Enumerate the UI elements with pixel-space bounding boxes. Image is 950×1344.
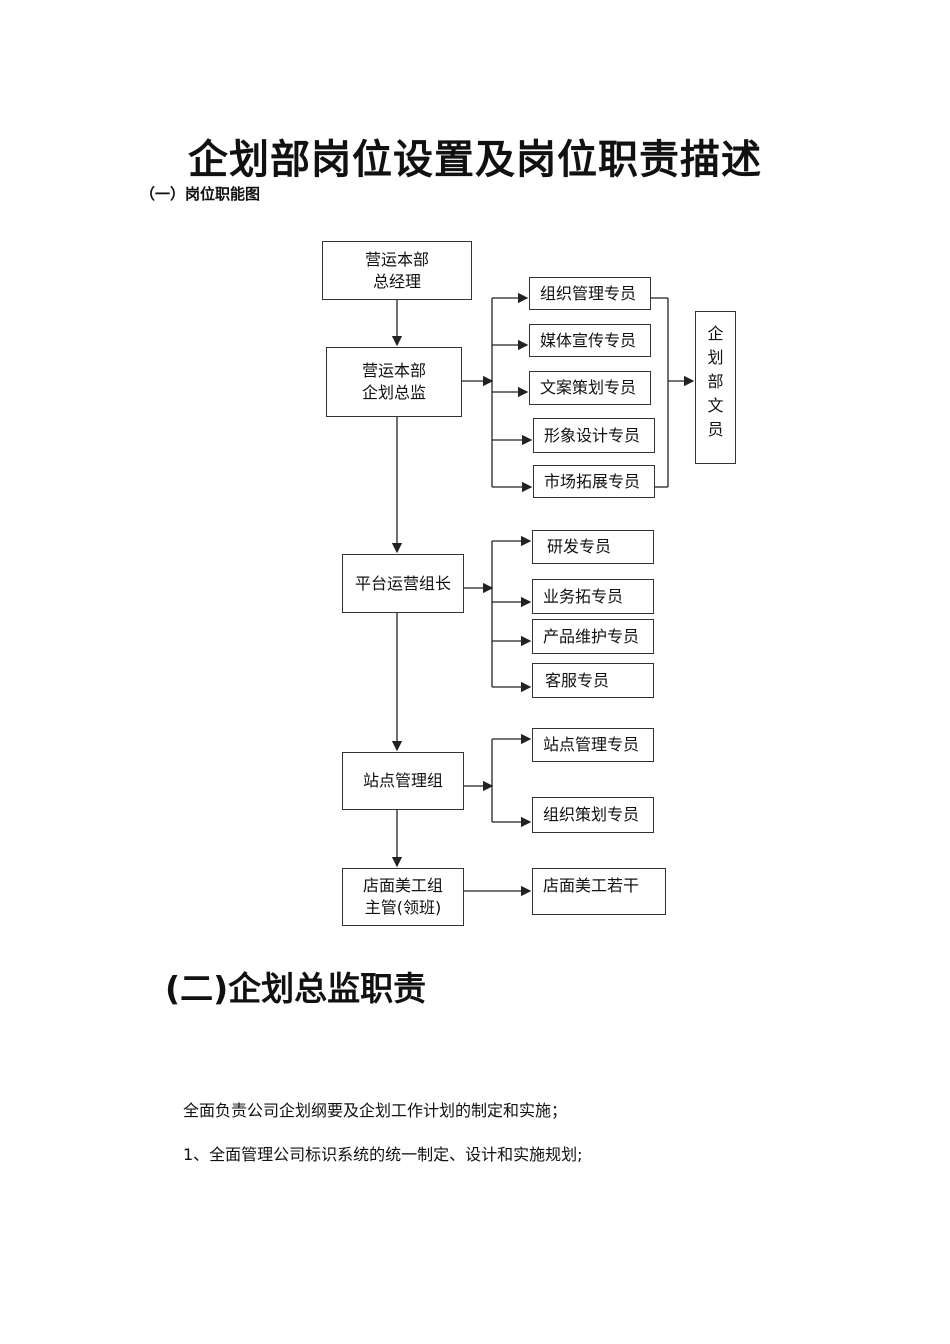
section-heading: (二)企划总监职责 — [165, 969, 427, 1008]
page-title: 企划部岗位设置及岗位职责描述 — [188, 137, 762, 183]
box-planning-director: 营运本部 企划总监 — [326, 347, 462, 417]
clerk-char: 部 — [707, 372, 724, 391]
box-station-group: 站点管理组 — [342, 752, 464, 810]
box-customer-service-specialist: 客服专员 — [532, 663, 654, 698]
box-image-design-specialist: 形象设计专员 — [533, 418, 655, 453]
box-platform-lead: 平台运营组长 — [342, 554, 464, 613]
clerk-char: 员 — [707, 420, 724, 439]
box-market-expansion-specialist: 市场拓展专员 — [533, 465, 655, 498]
box-station-manager: 站点管理专员 — [532, 728, 654, 762]
box-store-artists: 店面美工若干 — [532, 868, 666, 915]
box-business-specialist: 业务拓专员 — [532, 579, 654, 614]
duty-line: 全面负责公司企划纲要及企划工作计划的制定和实施； — [183, 1101, 568, 1120]
clerk-char: 企 — [707, 324, 724, 343]
duty-line: 1、全面管理公司标识系统的统一制定、设计和实施规划; — [183, 1145, 583, 1164]
box-org-manager: 组织管理专员 — [529, 277, 651, 310]
clerk-char: 文 — [707, 396, 724, 415]
box-rnd-specialist: 研发专员 — [532, 530, 654, 564]
box-general-manager: 营运本部 总经理 — [322, 241, 472, 300]
box-copywriting-specialist: 文案策划专员 — [529, 371, 651, 405]
box-event-planning-specialist: 组织策划专员 — [532, 797, 654, 833]
clerk-char: 划 — [707, 348, 724, 367]
box-media-specialist: 媒体宣传专员 — [529, 324, 651, 357]
section-subtitle: （一）岗位职能图 — [140, 185, 261, 203]
box-product-maintenance-specialist: 产品维护专员 — [532, 619, 654, 654]
box-art-lead: 店面美工组 主管(领班) — [342, 868, 464, 926]
box-planning-clerk: 企 划 部 文 员 — [695, 311, 736, 464]
